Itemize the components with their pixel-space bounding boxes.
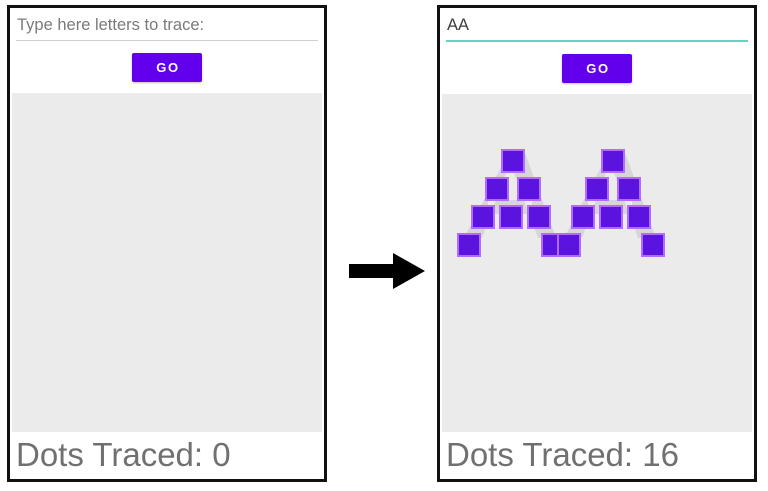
traced-dot[interactable]: [557, 233, 581, 257]
input-underline-before: [16, 40, 318, 41]
right-arrow-icon: [349, 253, 425, 289]
traced-dot[interactable]: [617, 177, 641, 201]
traced-dot[interactable]: [501, 149, 525, 173]
phone-screen-before: GO Dots Traced: 0: [7, 5, 327, 482]
app-header-after: GO: [440, 8, 754, 94]
traced-dot[interactable]: [627, 205, 651, 229]
traced-dot[interactable]: [499, 205, 523, 229]
input-container-before: [16, 12, 318, 43]
trace-canvas-before[interactable]: [12, 93, 322, 432]
letters-to-trace-input-before[interactable]: [16, 12, 318, 40]
go-button-row-before: GO: [10, 43, 324, 93]
traced-letters-after[interactable]: [450, 142, 750, 262]
letter-glyph[interactable]: [557, 149, 665, 257]
go-button-before[interactable]: GO: [132, 53, 202, 82]
traced-dot[interactable]: [527, 205, 551, 229]
letters-to-trace-input-after[interactable]: [446, 12, 748, 40]
dots-traced-label-after: Dots Traced: 16: [446, 435, 679, 473]
input-underline-after: [446, 40, 748, 42]
letter-glyph[interactable]: [457, 149, 565, 257]
traced-dot[interactable]: [517, 177, 541, 201]
input-container-after: [446, 12, 748, 44]
traced-dot[interactable]: [641, 233, 665, 257]
dots-traced-label-before: Dots Traced: 0: [16, 435, 231, 473]
traced-dot[interactable]: [485, 177, 509, 201]
phone-screen-after: GO Dots Traced: 16: [437, 5, 757, 482]
traced-dot[interactable]: [585, 177, 609, 201]
traced-dot[interactable]: [457, 233, 481, 257]
traced-dot[interactable]: [601, 149, 625, 173]
traced-dot[interactable]: [471, 205, 495, 229]
go-button-after[interactable]: GO: [562, 54, 632, 83]
go-button-row-after: GO: [440, 44, 754, 94]
trace-canvas-after[interactable]: [442, 94, 752, 432]
traced-dot[interactable]: [599, 205, 623, 229]
traced-dot[interactable]: [571, 205, 595, 229]
footer-after: Dots Traced: 16: [440, 431, 754, 479]
footer-before: Dots Traced: 0: [10, 431, 324, 479]
traced-letters-before[interactable]: [20, 141, 320, 261]
app-header-before: GO: [10, 8, 324, 93]
